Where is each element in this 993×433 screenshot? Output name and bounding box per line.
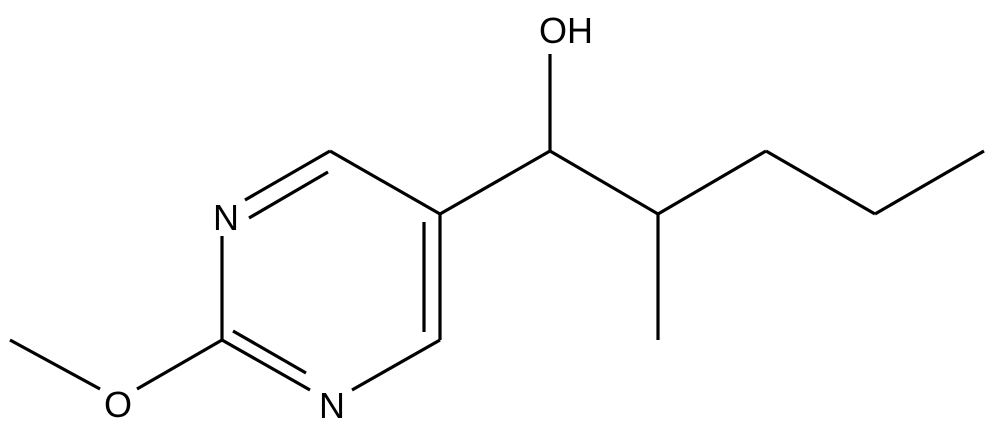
bond-n1-c6-inner [248,170,329,220]
bond-ch2b-ch3 [874,149,985,216]
bond-n3-c2-inner [232,329,307,375]
side-chain [439,54,985,340]
bond-n1-c6 [244,149,331,202]
bond-o-ch3 [9,338,101,391]
hydroxyl-label: OH [539,10,593,51]
methoxy-o-label: O [104,384,132,425]
ring-n-upper-label: N [213,197,239,238]
bond-choh-ch [549,149,659,216]
bond-c6-c5 [329,149,441,216]
pyrimidine-ring [220,149,442,392]
bond-c5-choh [439,149,551,216]
bond-n3-c2 [221,338,311,392]
bond-ch2a-ch2b [765,149,876,216]
bond-c4-n3 [351,338,441,392]
ring-n-lower-label: N [319,385,345,426]
bond-ch-ch2a [657,149,767,216]
bond-c2-o [136,338,223,391]
methoxy-group [9,338,223,391]
